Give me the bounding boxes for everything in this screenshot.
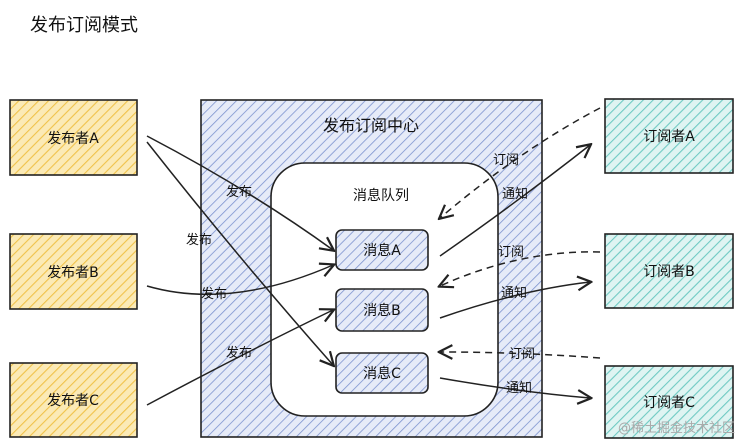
publisher-a-label: 发布者A bbox=[47, 131, 99, 147]
message-queue-title: 消息队列 bbox=[353, 187, 409, 204]
notify-label-c: 通知 bbox=[506, 380, 532, 396]
pubsub-center-title: 发布订阅中心 bbox=[323, 116, 419, 135]
publish-arrow-b-to-a bbox=[146, 265, 333, 296]
subscriber-a-label: 订阅者A bbox=[643, 129, 695, 145]
subscribe-label-c: 订阅 bbox=[509, 347, 535, 362]
publish-arrow-a-to-a bbox=[146, 135, 333, 250]
message-b: 消息B bbox=[335, 288, 429, 332]
subscribe-arrow-c bbox=[440, 352, 601, 358]
publish-label-4: 发布 bbox=[226, 345, 252, 361]
publisher-c-box bbox=[9, 362, 138, 438]
message-a: 消息A bbox=[335, 229, 429, 271]
message-a-label: 消息A bbox=[363, 242, 401, 259]
publish-label-2: 发布 bbox=[186, 232, 212, 248]
subscribe-arrows: 订阅 订阅 订阅 bbox=[440, 107, 601, 362]
subscribe-arrow-a bbox=[440, 107, 601, 218]
subscriber-a-box bbox=[604, 98, 734, 174]
subscribe-label-a: 订阅 bbox=[493, 153, 519, 168]
subscribe-arrow-b bbox=[440, 251, 601, 286]
subscriber-b: 订阅者B bbox=[604, 233, 734, 309]
subscriber-a: 订阅者A bbox=[604, 98, 734, 174]
subscriber-b-box bbox=[604, 233, 734, 309]
notify-label-a: 通知 bbox=[502, 186, 528, 202]
notify-arrows: 通知 通知 通知 bbox=[439, 145, 590, 398]
message-c-label: 消息C bbox=[363, 365, 401, 382]
publisher-c-label: 发布者C bbox=[47, 393, 99, 409]
publish-arrow-a-to-c bbox=[146, 141, 333, 365]
subscribe-label-b: 订阅 bbox=[498, 245, 524, 260]
message-b-label: 消息B bbox=[363, 302, 401, 319]
publisher-a-box bbox=[9, 99, 138, 176]
subscriber-b-label: 订阅者B bbox=[643, 264, 695, 280]
diagram-title: 发布订阅模式 bbox=[30, 15, 138, 36]
publisher-b-box bbox=[9, 233, 138, 310]
publisher-b: 发布者B bbox=[9, 233, 138, 310]
publish-arrow-c-to-b bbox=[146, 310, 333, 406]
notify-arrow-b bbox=[439, 282, 590, 319]
message-c-box bbox=[335, 352, 429, 394]
subscriber-c-label: 订阅者C bbox=[643, 395, 695, 411]
watermark-text: @稀土掘金技术社区 bbox=[618, 420, 735, 436]
publisher-c: 发布者C bbox=[9, 362, 138, 438]
publish-label-1: 发布 bbox=[226, 184, 252, 200]
notify-arrow-a bbox=[439, 145, 590, 257]
publisher-b-label: 发布者B bbox=[47, 265, 99, 281]
publish-arrows: 发布 发布 发布 发布 bbox=[146, 135, 333, 406]
notify-label-b: 通知 bbox=[501, 285, 527, 301]
subscriber-c-box bbox=[604, 365, 734, 439]
publish-label-3: 发布 bbox=[201, 286, 227, 302]
message-c: 消息C bbox=[335, 352, 429, 394]
publisher-a: 发布者A bbox=[9, 99, 138, 176]
subscriber-c: 订阅者C bbox=[604, 365, 734, 439]
notify-arrow-c bbox=[439, 377, 590, 398]
